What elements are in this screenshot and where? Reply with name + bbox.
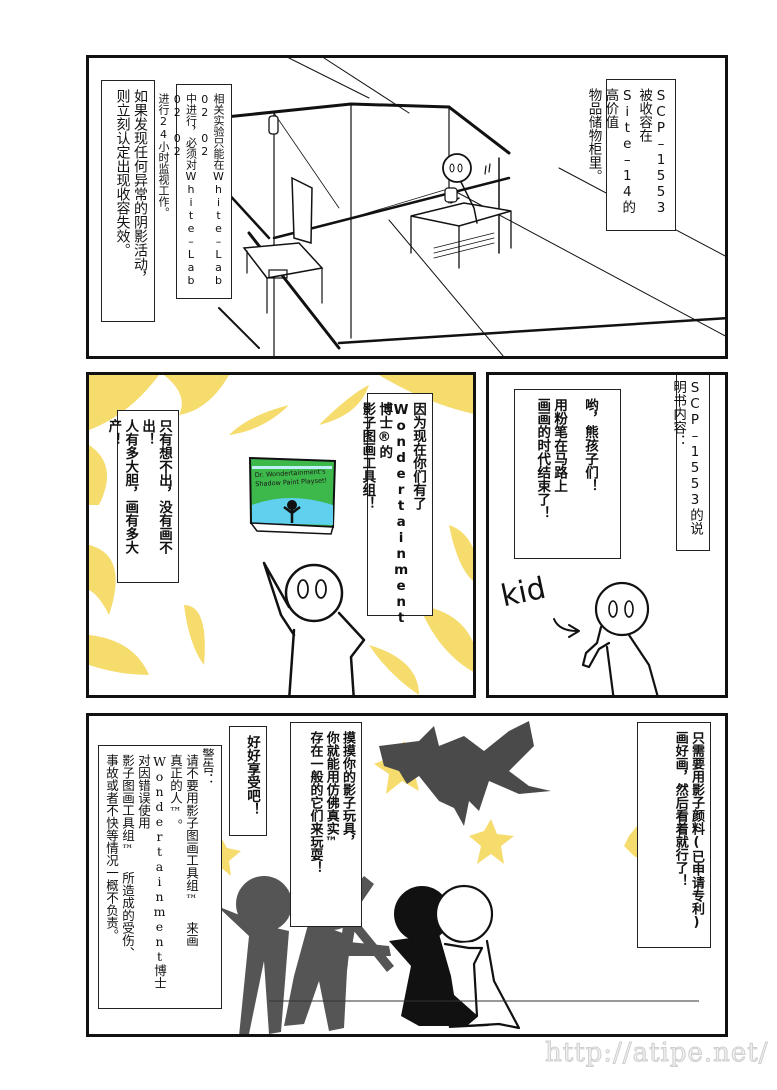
caption-line: 好好享受吧！ (244, 735, 260, 816)
caption-line: 摸摸你的影子玩具， (340, 731, 355, 848)
caption-containment-location: SCP–1553被收容在 Site–14的高价值 物品储物柜里。 (586, 79, 676, 231)
caption-line: 则立刻认定出现收容失效。 (114, 89, 131, 257)
shadow-paint-playset-box: Dr. Wondertainment's Shadow Paint Playse… (249, 457, 337, 535)
caption-line: 真正的人™。 (168, 754, 183, 832)
caption-line: Wondertainment博士®的 (376, 402, 410, 626)
caption-line: Wondertainment博士对因错误使用 (136, 754, 167, 989)
caption-line: 哟，熊孩子们！ (582, 398, 598, 493)
caption-manual-heading: SCP–1553的说明书内容： (670, 375, 710, 551)
caption-line: 相关实验只能在White–Lab 02 02 (198, 93, 225, 287)
caption-line: 你就能用仿佛真实™ (323, 731, 339, 850)
caption-shadow-paint-instructions: 只需要用影子颜料(已申请专利) 画好画，然后看着就行了！ (637, 722, 711, 948)
caption-imagination-slogan: 只有想不出，没有画不出！ 人有多大胆，画有多大产！ (105, 410, 179, 583)
caption-line: 如果发现任何异常的阴影活动， (132, 89, 148, 285)
panel-presenting-kit: Dr. Wondertainment's Shadow Paint Playse… (86, 372, 476, 698)
caption-line: SCP–1553被收容在 (636, 88, 669, 216)
caption-line: 影子图画工具组™ 所造成的受伤、 (120, 754, 135, 959)
caption-line: 用粉笔在马路上 (551, 398, 568, 493)
caption-chalk-era-over: 哟，熊孩子们！ 用粉笔在马路上 画画的时代结束了！ (514, 389, 621, 559)
caption-line: 物品储物柜里。 (585, 88, 602, 183)
caption-line: 进行24小时监视工作。 (157, 93, 170, 218)
caption-line: 请不要用影子图画工具组™ 来画 (184, 754, 199, 947)
caption-line: 警告： (200, 748, 215, 786)
caption-touch-shadow-toys: 摸摸你的影子玩具， 你就能用仿佛真实™ 存在一般的它们来玩耍！ (290, 722, 362, 927)
panel-shadow-play: 只需要用影子颜料(已申请专利) 画好画，然后看着就行了！ 摸摸你的影子玩具， 你… (86, 713, 728, 1037)
caption-warning-disclaimer: 警告： 请不要用影子图画工具组™ 来画 真正的人™。 Wondertainmen… (98, 745, 222, 1009)
caption-experiment-rules: 相关实验只能在White–Lab 02 02 中进行，必须对White–Lab … (157, 84, 232, 299)
caption-line: 事故或者不快等情况一概不负责。 (104, 754, 119, 942)
caption-line: 只有想不出，没有画不出！ (139, 419, 172, 554)
caption-wondertainment-kit: 因为现在你们有了 Wondertainment博士®的 影子图画工具组！ (359, 393, 433, 626)
caption-line: Site–14的高价值 (602, 88, 636, 214)
caption-line: 存在一般的它们来玩耍！ (307, 731, 323, 874)
caption-line: 画好画，然后看着就行了！ (672, 731, 688, 887)
playset-box-art (249, 457, 337, 535)
caption-enjoy: 好好享受吧！ (229, 726, 267, 836)
kid-drawing (553, 581, 659, 695)
caption-line: 只需要用影子颜料(已申请专利) (689, 731, 704, 930)
caption-line: 影子图画工具组！ (359, 402, 376, 510)
containment-room-drawing (212, 58, 725, 356)
caption-line: 因为现在你们有了 (410, 402, 426, 510)
caption-line: 画画的时代结束了！ (534, 398, 551, 520)
caption-line: SCP–1553的说明书内容： (670, 380, 703, 535)
panel-manual-intro: kid SCP–1553的说明书内容： 哟，熊孩子们！ 用粉笔在马路上 画画的时… (486, 372, 728, 698)
site-watermark: http://atipe.net/ (544, 1038, 769, 1069)
caption-line: 中进行，必须对White–Lab 02 02 (170, 93, 198, 287)
panel-containment-room: SCP–1553被收容在 Site–14的高价值 物品储物柜里。 相关实验只能在… (86, 55, 728, 359)
caption-containment-breach-warning: 如果发现任何异常的阴影活动， 则立刻认定出现收容失效。 (101, 80, 155, 322)
caption-line: 人有多大胆，画有多大产！ (105, 419, 139, 554)
